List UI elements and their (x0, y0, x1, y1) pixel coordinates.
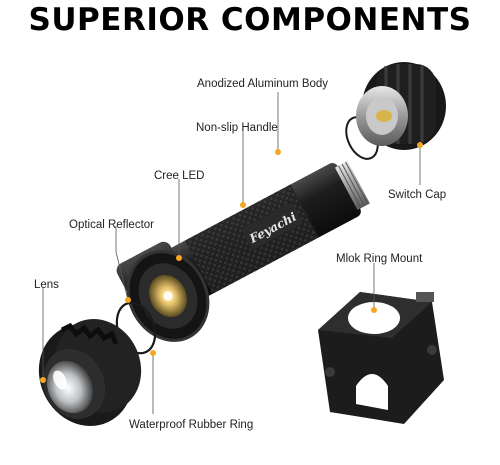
lens-bezel (38, 319, 142, 426)
label-non-slip-handle: Non-slip Handle (196, 122, 278, 134)
switch-cap (356, 62, 446, 150)
reflector-head (126, 250, 210, 342)
label-mlok-ring-mount: Mlok Ring Mount (336, 253, 423, 265)
callouts (40, 92, 423, 414)
label-switch-cap: Switch Cap (388, 189, 447, 201)
mlok-ring-mount (318, 292, 444, 424)
label-optical-reflector: Optical Reflector (69, 219, 155, 231)
label-lens: Lens (34, 279, 59, 291)
label-cree-led: Cree LED (154, 170, 205, 182)
page-title: SUPERIOR COMPONENTS (28, 2, 472, 38)
label-rubber-ring: Waterproof Rubber Ring (129, 419, 254, 431)
label-anodized-body: Anodized Aluminum Body (197, 78, 329, 90)
